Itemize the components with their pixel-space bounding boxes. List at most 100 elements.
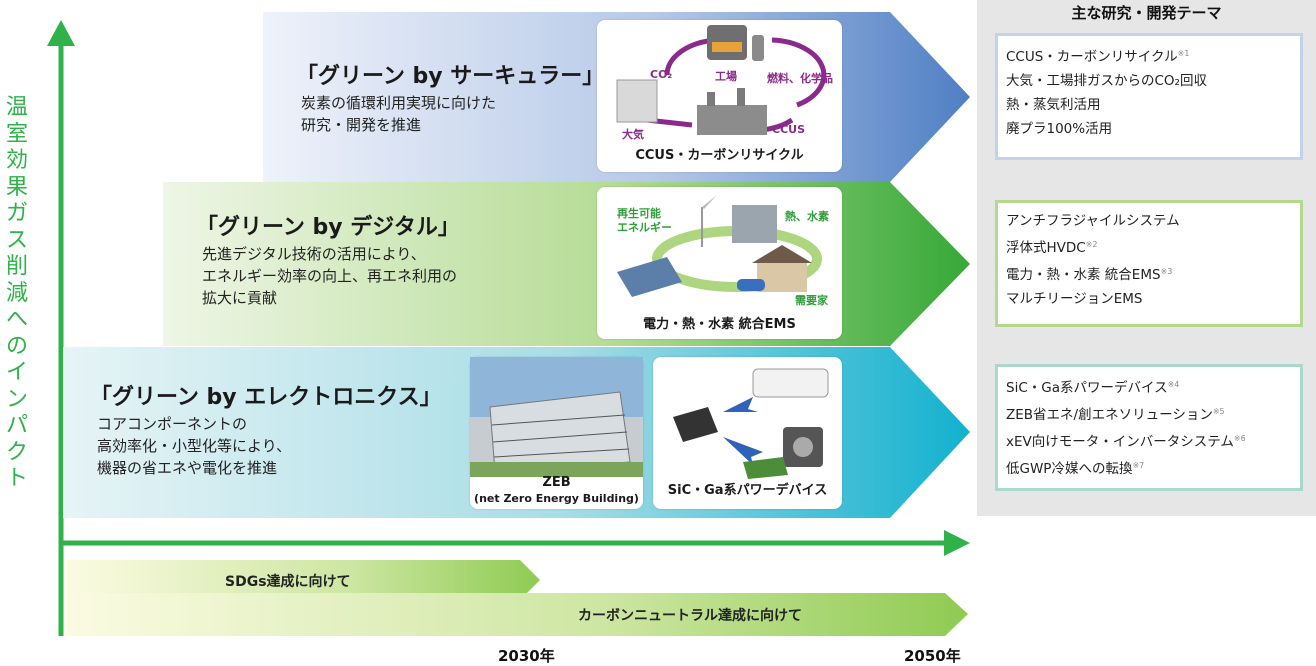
theme-item: CCUS・カーボンリサイクル※1 xyxy=(1006,42,1292,69)
timeline-sdgs-arrow xyxy=(66,560,540,600)
horizontal-axis-arrowhead xyxy=(944,530,970,556)
theme-item-text: ZEB省エネ/創エネソリューション xyxy=(1006,407,1213,423)
vertical-axis-char: ガ xyxy=(5,201,28,226)
ccus-card: CO₂ 工場 燃料、化学品 大気 CCUS CCUS・カーボンリサイクル xyxy=(597,20,842,172)
tank-icon xyxy=(752,35,764,61)
cycle-arrow-icon xyxy=(771,37,827,108)
theme-item-footnote: ※6 xyxy=(1233,434,1246,443)
theme-item: 浮体式HVDC※2 xyxy=(1006,233,1292,260)
solar-panel-icon xyxy=(617,257,682,297)
band-electronics-title: 「グリーン by エレクトロニクス」 xyxy=(90,385,442,410)
vertical-axis-label: 温室効果ガス削減へのインパクト xyxy=(2,95,32,493)
power-device-illustration xyxy=(673,368,829,479)
vertical-axis-char: 減 xyxy=(5,280,28,306)
atmosphere-label: 大気 xyxy=(622,128,644,141)
zeb-building-photo xyxy=(470,357,643,477)
ems-illustration xyxy=(617,195,822,297)
ems-card-caption: 電力・熱・水素 統合EMS xyxy=(643,317,796,332)
plant-icon xyxy=(697,105,767,135)
timeline-carbon-neutral-label: カーボンニュートラル達成に向けて xyxy=(578,608,802,624)
circuit-board-icon xyxy=(743,457,788,479)
co2-label: CO₂ xyxy=(650,68,673,81)
theme-item: 廃プラ100%活用 xyxy=(1006,117,1292,141)
vertical-axis-arrowhead xyxy=(47,20,75,46)
theme-group-circular: CCUS・カーボンリサイクル※1 大気・工場排ガスからのCO₂回収熱・蒸気利活用廃… xyxy=(995,33,1303,160)
theme-item-text: 低GWP冷媒への転換 xyxy=(1006,461,1133,477)
theme-item: ZEB省エネ/創エネソリューション※5 xyxy=(1006,400,1292,427)
vertical-axis-char: 室 xyxy=(5,121,28,147)
vertical-axis-char: イ xyxy=(5,360,28,385)
theme-item-text: 廃プラ100%活用 xyxy=(1006,121,1113,137)
heat-hydrogen-label: 熱、水素 xyxy=(785,210,829,223)
vertical-axis-char: へ xyxy=(5,307,28,332)
chip-icon xyxy=(673,407,718,442)
year-2030-label: 2030年 xyxy=(498,647,555,665)
ccus-card-caption: CCUS・カーボンリサイクル xyxy=(635,148,804,163)
theme-item-footnote: ※2 xyxy=(1085,240,1098,249)
renewable-label: 再生可能 エネルギー xyxy=(617,207,672,234)
vertical-axis-char: 削 xyxy=(5,254,28,279)
vertical-axis-char: ク xyxy=(5,439,28,465)
theme-item-footnote: ※5 xyxy=(1212,407,1225,416)
vertical-axis-char: 効 xyxy=(5,148,28,173)
theme-item-text: CCUS・カーボンリサイクル xyxy=(1006,49,1178,65)
band-circular-description: 炭素の循環利用実現に向けた 研究・開発を推進 xyxy=(301,94,497,134)
vertical-axis-char: の xyxy=(5,333,28,359)
theme-item-footnote: ※4 xyxy=(1167,380,1180,389)
theme-item-text: xEV向けモータ・インバータシステム xyxy=(1006,434,1234,450)
vertical-axis-char: 温 xyxy=(5,95,28,120)
band-digital-title: 「グリーン by デジタル」 xyxy=(196,215,460,240)
theme-item-text: 電力・熱・水素 統合EMS xyxy=(1006,267,1161,283)
theme-item-text: 熱・蒸気利活用 xyxy=(1006,97,1101,113)
theme-item-footnote: ※1 xyxy=(1177,49,1190,58)
trees-icon xyxy=(470,462,643,477)
vertical-axis-char: ト xyxy=(5,466,28,491)
themes-panel-title: 主な研究・開発テーマ xyxy=(1071,4,1222,22)
consumer-label: 需要家 xyxy=(795,294,828,307)
zeb-card-subcaption: (net Zero Energy Building) xyxy=(474,492,639,505)
band-circular-title: 「グリーン by サーキュラー」 xyxy=(296,64,605,89)
factory-label: 工場 xyxy=(715,70,737,83)
co2-capture-unit-icon xyxy=(616,79,658,123)
zeb-card: ZEB (net Zero Energy Building) xyxy=(470,357,643,509)
theme-item-text: 大気・工場排ガスからのCO₂回収 xyxy=(1006,73,1207,89)
theme-item: 低GWP冷媒への転換※7 xyxy=(1006,454,1292,481)
power-device-card: SiC・Ga系パワーデバイス xyxy=(653,357,842,509)
theme-item: 大気・工場排ガスからのCO₂回収 xyxy=(1006,69,1292,93)
ccus-illustration xyxy=(616,25,827,135)
theme-item: アンチフラジャイルシステム xyxy=(1006,209,1292,233)
power-device-card-caption: SiC・Ga系パワーデバイス xyxy=(667,483,828,498)
theme-item: マルチリージョンEMS xyxy=(1006,287,1292,311)
theme-item-footnote: ※7 xyxy=(1132,461,1145,470)
theme-item-text: マルチリージョンEMS xyxy=(1006,291,1143,307)
theme-item-text: SiC・Ga系パワーデバイス xyxy=(1006,380,1168,396)
year-2050-label: 2050年 xyxy=(904,647,961,665)
ems-card: 再生可能 エネルギー 熱、水素 需要家 電力・熱・水素 統合EMS xyxy=(597,187,842,339)
theme-item: 電力・熱・水素 統合EMS※3 xyxy=(1006,260,1292,287)
arrow-icon xyxy=(723,397,758,412)
timeline-carbon-neutral-arrow xyxy=(66,593,968,636)
theme-item: xEV向けモータ・インバータシステム※6 xyxy=(1006,427,1292,454)
theme-item-footnote: ※3 xyxy=(1160,267,1173,276)
theme-item-text: 浮体式HVDC xyxy=(1006,240,1086,256)
server-icon xyxy=(732,205,777,243)
zeb-card-caption: ZEB xyxy=(542,475,571,490)
theme-item-text: アンチフラジャイルシステム xyxy=(1006,213,1180,229)
vertical-axis-char: ン xyxy=(5,386,28,412)
air-conditioner-icon xyxy=(752,368,829,398)
vertical-axis-char: パ xyxy=(5,413,28,438)
house-icon xyxy=(757,262,807,292)
vertical-axis-char: 果 xyxy=(5,174,28,200)
fuel-chemicals-label: 燃料、化学品 xyxy=(767,72,833,85)
band-electronics-description: コアコンポーネントの 高効率化・小型化等により、 機器の省エネや電化を推進 xyxy=(97,415,292,477)
band-digital-description: 先進デジタル技術の活用により、 エネルギー効率の向上、再エネ利用の 拡大に貢献 xyxy=(202,245,458,307)
theme-item: SiC・Ga系パワーデバイス※4 xyxy=(1006,373,1292,400)
ev-car-icon xyxy=(737,279,765,291)
timeline-sdgs-label: SDGs達成に向けて xyxy=(225,574,351,590)
arrow-icon xyxy=(723,437,763,465)
theme-item: 熱・蒸気利活用 xyxy=(1006,93,1292,117)
vertical-axis-char: ス xyxy=(5,227,28,253)
ccus-label: CCUS xyxy=(772,123,805,136)
